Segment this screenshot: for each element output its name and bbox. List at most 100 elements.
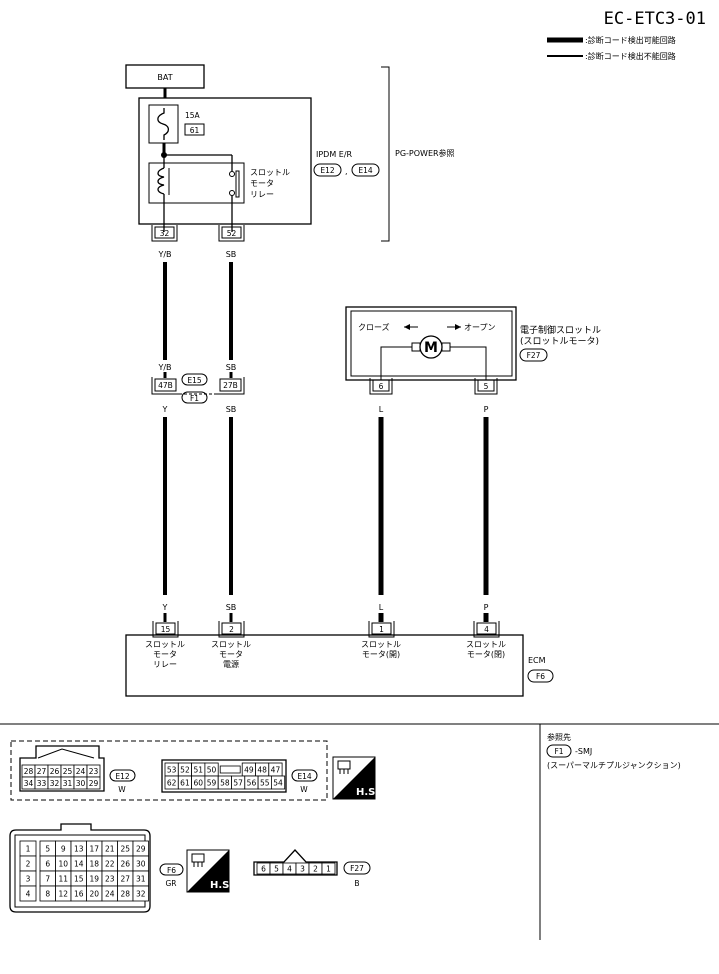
relay-switch-blade — [235, 170, 240, 198]
ecm-pin-15-group: 15 — [152, 621, 179, 638]
wire-color-y: Y — [162, 405, 168, 414]
relay-label-2: モータ — [250, 179, 274, 188]
f6-pin-cell-label: 10 — [58, 860, 68, 869]
f6-pin-cell-label: 32 — [136, 890, 146, 899]
ecm-pin-2-bracket — [218, 621, 245, 638]
ecm-pin-15-desc-2: モータ — [153, 650, 177, 659]
relay-box — [148, 162, 245, 204]
throttle-open-label: オープン — [464, 323, 496, 332]
reference-desc: (スーパーマルチプルジャンクション) — [547, 761, 681, 770]
joint-connector-f1-label: F1 — [190, 394, 199, 403]
e12-pin-cell-label: 26 — [50, 767, 60, 776]
e12-pin-cell-label: 25 — [63, 767, 73, 776]
f6-housing — [9, 823, 151, 913]
throttle-sub: (スロットルモータ) — [520, 336, 599, 347]
motor-brush-right — [441, 342, 451, 352]
e14-pin-cell-label: 56 — [247, 779, 257, 788]
f27-id-badge — [343, 861, 371, 875]
e14-pin-cell — [270, 775, 286, 790]
joint-connector-e15-label: E15 — [187, 376, 202, 385]
f6-pin-cell-label: 15 — [74, 875, 84, 884]
e14-pin-cell-label: 51 — [193, 766, 203, 775]
f6-pin-cell-label: 30 — [136, 860, 146, 869]
joint-connector-f1 — [181, 391, 208, 404]
f6-pin-cell-label: 13 — [74, 845, 84, 854]
e14-color: W — [300, 785, 308, 794]
joint-pin-47b-label: 47B — [158, 381, 173, 390]
throttle-outer-box — [345, 306, 517, 381]
ecm-pin-1-desc-1: スロットル — [361, 640, 401, 649]
ecm-connector-f6 — [527, 669, 554, 683]
joint-pin-27b-label: 27B — [223, 381, 238, 390]
e14-housing — [161, 759, 287, 793]
ecm-pin-4-bracket — [473, 621, 500, 638]
e14-pin-cell-label: 57 — [233, 779, 243, 788]
e12-pin-cell-label: 24 — [76, 767, 86, 776]
e14-pin-cell-label: 49 — [244, 766, 254, 775]
e14-pin-cell-label: 54 — [273, 779, 283, 788]
ecm-wire-color-y: Y — [162, 603, 168, 612]
e12-pin-cell-label: 34 — [24, 779, 34, 788]
throttle-name: 電子制御スロットル — [520, 324, 601, 336]
ecm-pin-15-label: 15 — [161, 625, 171, 634]
f6-pin-cell-label: 3 — [26, 875, 31, 884]
e12-e14-dashed-group — [10, 740, 328, 801]
f6-pin-cell-label: 12 — [58, 890, 68, 899]
e12-pin-cell-label: 31 — [63, 779, 73, 788]
f27-color: B — [354, 879, 359, 888]
ecm-pin-15 — [155, 622, 176, 635]
ecm-pin-1-label: 1 — [379, 625, 384, 634]
ipdm-pin-52 — [221, 226, 242, 239]
hs-label: H.S. — [356, 787, 379, 798]
hs-icon-fill — [333, 757, 375, 799]
f6-pin-cell-label: 25 — [120, 845, 130, 854]
f6-pin-cell-label: 18 — [89, 860, 99, 869]
ecm-pin-2-desc-2: モータ — [219, 650, 243, 659]
f6-pin-cell-label: 7 — [45, 875, 50, 884]
ipdm-name: IPDM E/R — [316, 150, 353, 159]
wire-color-sb-lower: SB — [226, 405, 237, 414]
ecm-pin-4 — [476, 622, 497, 635]
ipdm-pin-52-label: 52 — [227, 229, 237, 238]
e12-id-badge — [109, 769, 136, 782]
wire-color-l-top: L — [379, 405, 384, 414]
f6-pin-cell-label: 22 — [105, 860, 115, 869]
f6-pin-cell-label: 26 — [120, 860, 130, 869]
wire-color-p-top: P — [484, 405, 489, 414]
throttle-close-label: クローズ — [358, 322, 390, 332]
throttle-pin-bracket-left — [369, 378, 393, 395]
e14-pin-cell-label: 47 — [271, 766, 281, 775]
e14-id: E14 — [297, 772, 312, 781]
close-arrow-head — [404, 324, 410, 330]
f6-pin-cell-label: 14 — [74, 860, 84, 869]
wire-color-yb-top: Y/B — [157, 250, 171, 259]
f6-pin-cell-label: 1 — [26, 845, 31, 854]
e12-id: E12 — [115, 772, 130, 781]
wire-color-sb-mid: SB — [226, 363, 237, 372]
reference-connector: F1 — [554, 747, 563, 756]
reference-suffix: -SMJ — [575, 747, 592, 756]
f6-pin-cell-label: 27 — [120, 875, 130, 884]
legend-detectable-label: :診断コード検出可能回路 — [585, 35, 676, 45]
ecm-pin-2-label: 2 — [229, 625, 234, 634]
motor-lead-right — [450, 346, 487, 380]
f6-id: F6 — [167, 866, 176, 875]
f6-pin-cell-label: 16 — [74, 890, 84, 899]
e12-color: W — [118, 785, 126, 794]
throttle-pin-5-label: 5 — [484, 382, 489, 391]
hs-label-2: H.S. — [210, 880, 233, 891]
e14-pin-cell-label: 52 — [180, 766, 190, 775]
ipdm-pin-32-label: 32 — [160, 229, 170, 238]
f6-pin-cell-label: 28 — [120, 890, 130, 899]
e12-pin-cell-label: 27 — [37, 767, 47, 776]
f27-pin-cell-label: 2 — [313, 865, 318, 874]
e12-pin-cell-label: 28 — [24, 767, 34, 776]
f27-pin-cell-label: 1 — [326, 865, 331, 874]
relay-coil-icon — [157, 167, 165, 195]
e12-pin-cell — [86, 776, 101, 790]
f6-id-badge — [159, 863, 184, 876]
wire-color-sb-top: SB — [226, 250, 237, 259]
throttle-pin-5 — [477, 379, 495, 392]
